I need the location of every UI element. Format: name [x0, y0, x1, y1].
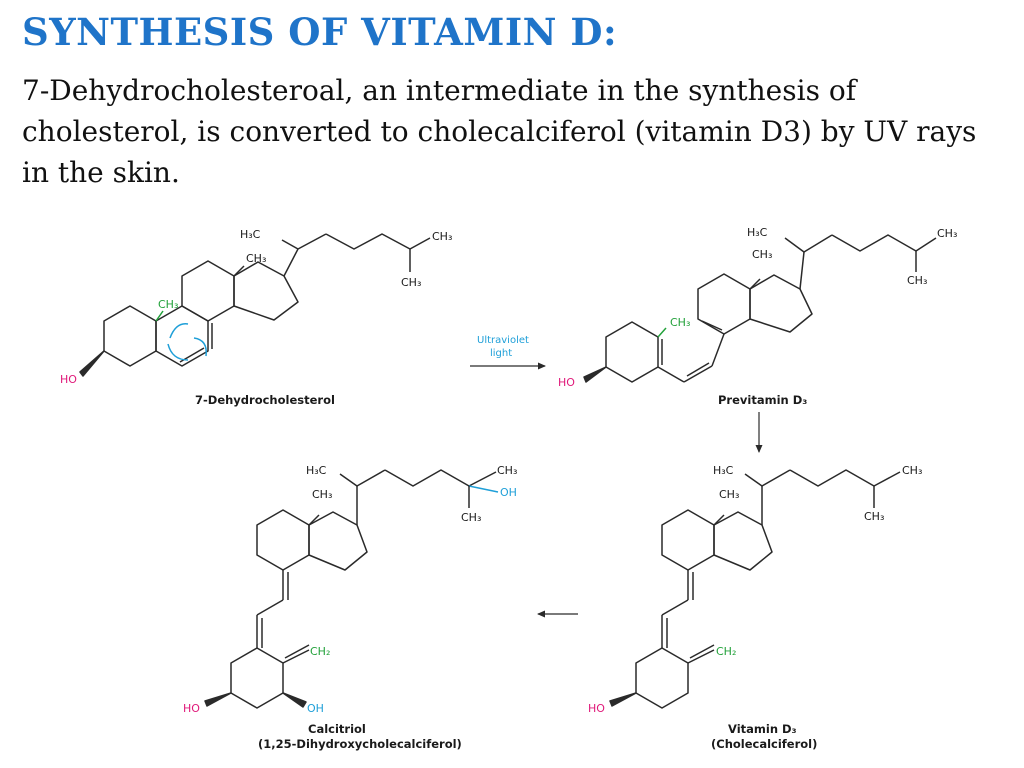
molecule-vitamin-d3: [609, 469, 901, 709]
calcitriol-ho-label: HO: [183, 702, 200, 715]
calcitriol-ch2-label: CH₂: [310, 645, 330, 658]
calcitriol-name: Calcitriol: [308, 722, 366, 736]
slide-title: SYNTHESIS OF VITAMIN D:: [22, 10, 618, 54]
dehydro-ch3-green-label: CH₃: [158, 298, 178, 311]
previtamin-ho-label: HO: [558, 376, 575, 389]
dehydro-ch3-ring-label: CH₃: [246, 252, 266, 265]
molecule-calcitriol: [204, 469, 499, 709]
previtamin-name: Previtamin D₃: [718, 393, 807, 407]
vitd3-h3c-label: H₃C: [713, 464, 734, 477]
vitd3-ch2-label: CH₂: [716, 645, 736, 658]
vitd3-ho-label: HO: [588, 702, 605, 715]
previtamin-ch3-green-label: CH₃: [670, 316, 690, 329]
calcitriol-oh-ring-label: OH: [307, 702, 324, 715]
dehydro-ho-label: HO: [60, 373, 77, 386]
uv-label-line2: light: [490, 348, 512, 359]
vitd3-ch3-branch-label: CH₃: [864, 510, 884, 523]
dehydro-name: 7-Dehydrocholesterol: [195, 393, 335, 407]
molecule-7-dehydrocholesterol: [79, 233, 431, 377]
calcitriol-subname: (1,25-Dihydroxycholecalciferol): [258, 737, 462, 751]
vitd3-subname: (Cholecalciferol): [711, 737, 817, 751]
vitd3-ch3-ring-label: CH₃: [719, 488, 739, 501]
dehydro-ch3-tail-label: CH₃: [432, 230, 452, 243]
calcitriol-ch3-branch-label: CH₃: [461, 511, 481, 524]
calcitriol-h3c-label: H₃C: [306, 464, 327, 477]
previtamin-ch3-branch-label: CH₃: [907, 274, 927, 287]
calcitriol-oh-tail-label: OH: [500, 486, 517, 499]
vitd3-ch3-tail-label: CH₃: [902, 464, 922, 477]
calcitriol-ch3-tail-label: CH₃: [497, 464, 517, 477]
dehydro-h3c-label: H₃C: [240, 228, 261, 241]
molecule-previtamin-d3: [583, 234, 937, 383]
intro-paragraph: 7-Dehydrocholesteroal, an intermediate i…: [22, 74, 977, 189]
previtamin-ch3-ring-label: CH₃: [752, 248, 772, 261]
vitd3-name: Vitamin D₃: [728, 722, 797, 736]
previtamin-h3c-label: H₃C: [747, 226, 768, 239]
previtamin-ch3-tail-label: CH₃: [937, 227, 957, 240]
dehydro-ch3-branch-label: CH₃: [401, 276, 421, 289]
uv-label-line1: Ultraviolet: [477, 335, 529, 346]
calcitriol-ch3-ring-label: CH₃: [312, 488, 332, 501]
